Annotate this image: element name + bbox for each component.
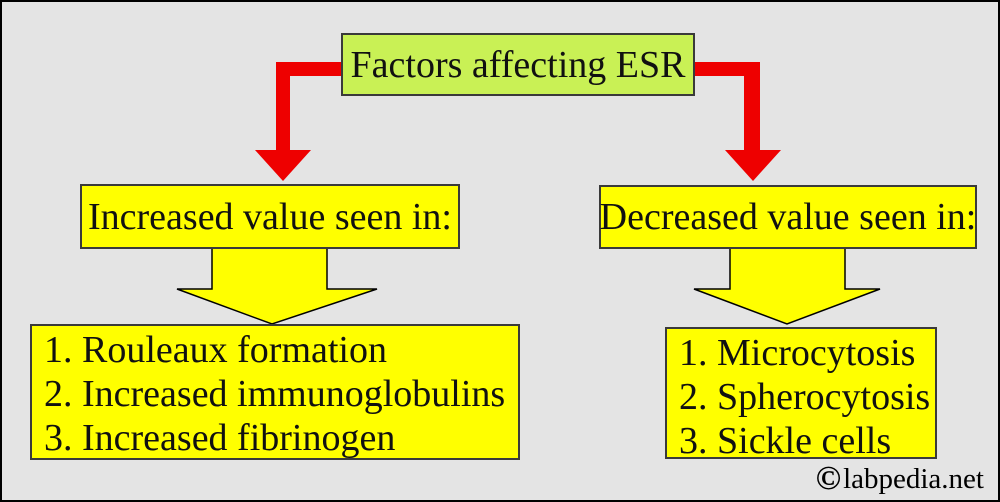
list-item: 2. Spherocytosis: [679, 376, 931, 418]
yellow-block-arrow-right: [693, 246, 881, 325]
increased-list-box: 1. Rouleaux formation 2. Increased immun…: [30, 324, 520, 460]
copyright-icon: ©: [815, 460, 842, 497]
list-item: 2. Increased immunoglobulins: [44, 373, 506, 415]
title-text: Factors affecting ESR: [350, 43, 686, 86]
decreased-header-text: Decreased value seen in:: [599, 196, 977, 238]
decreased-header-box: Decreased value seen in:: [599, 185, 977, 249]
increased-header-text: Increased value seen in:: [88, 195, 452, 238]
watermark-text: labpedia.net: [843, 462, 984, 495]
list-item: 3. Sickle cells: [679, 420, 892, 462]
decreased-list-box: 1. Microcytosis 2. Spherocytosis 3. Sick…: [665, 327, 937, 462]
title-box: Factors affecting ESR: [341, 33, 695, 96]
increased-header-box: Increased value seen in:: [80, 184, 460, 249]
watermark: © labpedia.net: [816, 462, 984, 496]
red-arrow-right: [695, 62, 781, 181]
yellow-block-arrow-left: [176, 246, 378, 325]
list-item: 1. Microcytosis: [679, 332, 916, 374]
list-item: 1. Rouleaux formation: [44, 329, 387, 371]
list-item: 3. Increased fibrinogen: [44, 417, 396, 459]
red-arrow-left: [255, 62, 343, 181]
